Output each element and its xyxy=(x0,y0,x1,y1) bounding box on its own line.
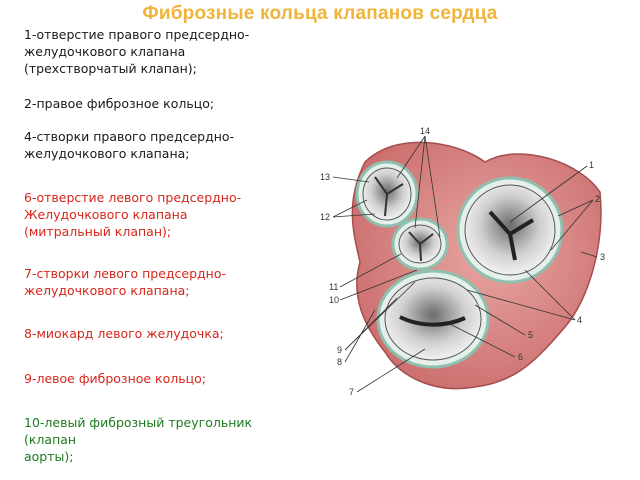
callout-6: 6 xyxy=(518,352,523,362)
callout-3: 3 xyxy=(600,252,605,262)
slide-title: Фиброзные кольца клапанов сердца xyxy=(142,3,498,24)
legend-item-9: 9-левое фиброзное кольцо; xyxy=(24,371,206,386)
callout-4: 4 xyxy=(577,315,582,325)
tricuspid-valve xyxy=(464,184,556,276)
heart-valves-illustration: 14 13 12 1 2 3 11 10 9 8 7 6 5 4 xyxy=(320,126,605,397)
callout-8: 8 xyxy=(337,357,342,367)
leader-lines xyxy=(332,135,598,393)
legend-item-10: 10-левый фиброзный треугольник (клапан а… xyxy=(24,415,253,464)
mitral-slit xyxy=(399,315,466,327)
callout-7: 7 xyxy=(349,387,354,397)
legend-item-8: 8-миокард левого желудочка; xyxy=(24,326,224,341)
tricuspid-slit xyxy=(488,210,535,261)
legend-item-4: 4-створки правого предсердно- желудочков… xyxy=(24,129,235,161)
legend-item-2: 2-правое фиброзное кольцо; xyxy=(24,96,215,111)
callout-12: 12 xyxy=(320,212,330,222)
callout-14: 14 xyxy=(420,126,430,136)
callout-10: 10 xyxy=(329,295,339,305)
mitral-valve xyxy=(384,277,482,361)
callout-2: 2 xyxy=(595,194,600,204)
pulmonary-cusps xyxy=(374,176,404,217)
legend-item-7: 7-створки левого предсердно- желудочково… xyxy=(24,266,227,298)
callout-9: 9 xyxy=(337,345,342,355)
legend-item-1: 1-отверстие правого предсердно- желудочк… xyxy=(24,27,250,76)
callout-5: 5 xyxy=(528,330,533,340)
callout-11: 11 xyxy=(329,282,338,292)
callout-13: 13 xyxy=(320,172,330,182)
callout-1: 1 xyxy=(589,160,594,170)
legend-item-6: 6-отверстие левого предсердно- Желудочко… xyxy=(24,190,242,239)
aortic-cusps xyxy=(408,231,434,262)
